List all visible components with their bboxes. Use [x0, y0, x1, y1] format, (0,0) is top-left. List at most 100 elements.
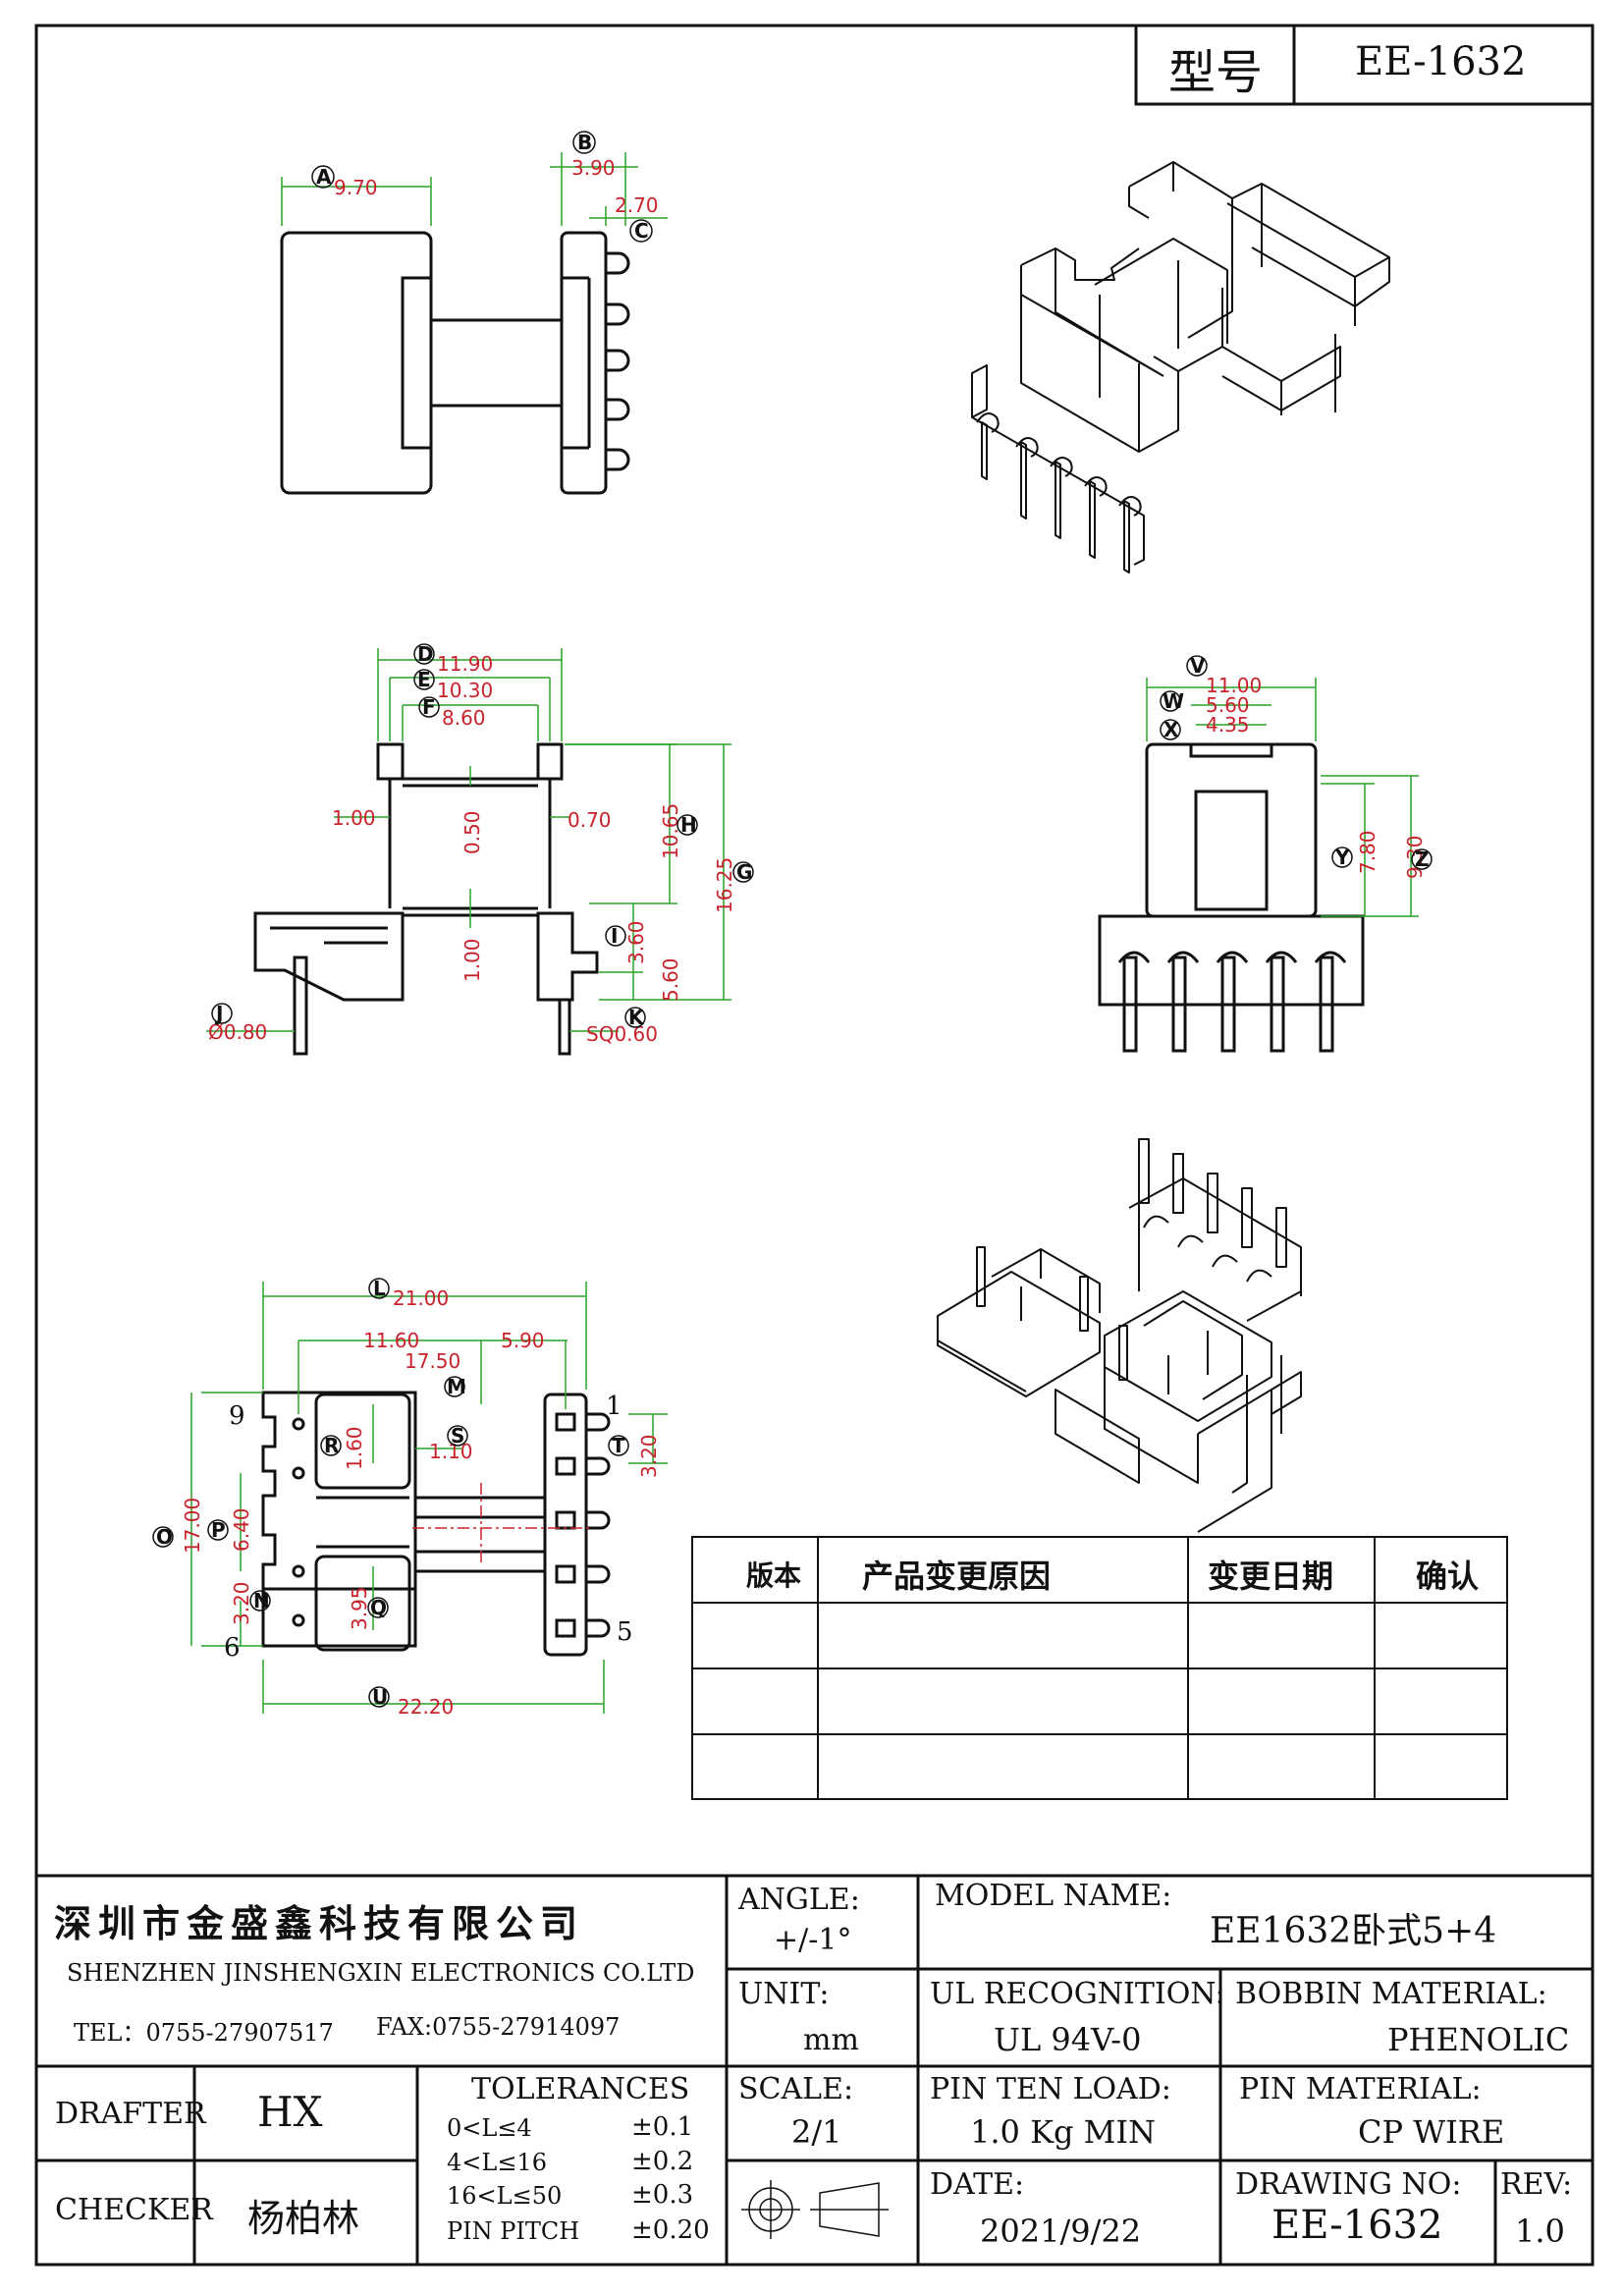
checker-label: CHECKER: [55, 2193, 213, 2227]
isometric-view-bottom: [937, 1138, 1302, 1533]
dim-letter-Y: Y: [1331, 846, 1353, 869]
dim-D-value: 11.90: [437, 652, 493, 676]
dim-letter-S: S: [447, 1424, 468, 1448]
dim-L2-value: 11.60: [363, 1329, 419, 1352]
dim-letter-E: E: [413, 668, 435, 691]
dim-letter-M: M: [444, 1375, 466, 1398]
dim-T-value: 3.20: [637, 1434, 661, 1478]
ul-value: UL 94V-0: [994, 2021, 1142, 2058]
center-lines: [412, 1483, 589, 1566]
tolerance-range-3: 16<L≤50: [447, 2182, 563, 2210]
pin-material-value: CP WIRE: [1358, 2113, 1505, 2151]
rev-header-reason: 产品变更原因: [862, 1558, 1052, 1595]
dim-letter-F: F: [418, 695, 440, 719]
view-end: [1098, 742, 1365, 1053]
dim-L-value: 21.00: [393, 1286, 449, 1310]
svg-text:S: S: [451, 1424, 464, 1448]
dim-B-value: 3.90: [571, 156, 616, 180]
dim-letter-O: O: [152, 1525, 174, 1549]
dim-letter-P: P: [207, 1518, 229, 1542]
drafter-value: HX: [257, 2088, 323, 2136]
company-fax: FAX:0755-27914097: [376, 2013, 621, 2041]
dim-X-value: 4.35: [1206, 713, 1250, 737]
dim-letter-Z: Z: [1411, 847, 1433, 871]
dim-gap2-value: 0.50: [460, 810, 484, 854]
tolerance-range-2: 4<L≤16: [447, 2149, 547, 2176]
tolerance-value-2: ±0.2: [631, 2147, 694, 2176]
dim-letter-K: K: [624, 1006, 646, 1029]
pin-label-5: 5: [617, 1617, 633, 1647]
bobbin-material-value: PHENOLIC: [1387, 2021, 1570, 2058]
type-label: 型号: [1168, 45, 1264, 100]
dim-letter-B: B: [572, 131, 596, 154]
svg-text:A: A: [316, 165, 332, 189]
dim-letter-N: N: [249, 1589, 271, 1613]
dims-view3: [1146, 678, 1419, 917]
company-tel: TEL：0755-27907517: [74, 2019, 334, 2047]
view-bottom: [261, 1391, 611, 1657]
dim-letter-R: R: [320, 1434, 342, 1457]
dim-N-value: 3.20: [230, 1581, 253, 1625]
svg-text:J: J: [214, 1002, 223, 1025]
dim-letter-G: G: [732, 860, 754, 884]
dim-P-value: 6.40: [230, 1507, 253, 1552]
dim-F-value: 8.60: [442, 706, 486, 730]
tolerance-value-4: ±0.20: [631, 2215, 710, 2245]
model-name-label: MODEL NAME:: [935, 1879, 1172, 1913]
dim-letter-H: H: [676, 813, 698, 837]
svg-text:E: E: [417, 668, 431, 691]
model-name-value: EE1632卧式5+4: [1210, 1911, 1497, 1951]
model-number: EE-1632: [1355, 39, 1527, 84]
title-box: [1134, 24, 1595, 106]
unit-value: mm: [803, 2023, 859, 2057]
dim-I2-value: 5.60: [659, 957, 682, 1002]
title-block-grid: [36, 1874, 1593, 2265]
view-side: [280, 231, 630, 495]
checker-value: 杨柏林: [247, 2197, 360, 2240]
dim-O-value: 17.00: [181, 1498, 204, 1554]
svg-text:L: L: [373, 1277, 386, 1300]
pin-label-6: 6: [224, 1633, 241, 1663]
svg-text:M: M: [447, 1375, 466, 1398]
dim-letter-A: A: [311, 165, 335, 189]
svg-text:O: O: [156, 1525, 173, 1549]
dim-U-value: 22.20: [398, 1695, 454, 1719]
dim-E-value: 10.30: [437, 679, 493, 702]
dim-letter-U: U: [368, 1685, 390, 1709]
rev-label: REV:: [1500, 2167, 1573, 2202]
dim-letter-V: V: [1186, 654, 1208, 678]
dim-letter-L: L: [368, 1277, 390, 1300]
dim-W-value: 5.60: [1206, 693, 1250, 717]
scale-value: 2/1: [791, 2113, 842, 2151]
svg-text:U: U: [372, 1685, 388, 1709]
dim-I-value: 3.60: [624, 920, 648, 964]
drawing-no-label: DRAWING NO:: [1235, 2167, 1462, 2202]
pin-label-9: 9: [229, 1401, 245, 1431]
tolerance-value-1: ±0.1: [631, 2112, 694, 2142]
dim-letter-W: W: [1160, 689, 1184, 713]
dim-letter-D: D: [413, 642, 435, 666]
dim-letter-J: J: [211, 1002, 233, 1025]
dim-letter-X: X: [1160, 718, 1181, 741]
rev-header-version: 版本: [746, 1559, 802, 1592]
dim-A-value: 9.70: [334, 176, 378, 199]
company-name-cn: 深圳市金盛鑫科技有限公司: [54, 1902, 585, 1945]
rev-value: 1.0: [1515, 2213, 1565, 2250]
pin-material-label: PIN MATERIAL:: [1239, 2072, 1482, 2106]
company-name-en: SHENZHEN JINSHENGXIN ELECTRONICS CO.LTD: [67, 1959, 695, 1987]
dims-view4: [190, 1282, 668, 1714]
dimension-values: 9.70 3.90 2.70 11.90 10.30 8.60 1.00 0.5…: [181, 156, 1427, 1719]
svg-text:T: T: [612, 1434, 625, 1457]
svg-text:Z: Z: [1415, 847, 1430, 871]
tolerance-range-4: PIN PITCH: [447, 2217, 580, 2245]
drafter-label: DRAFTER: [55, 2097, 206, 2131]
dim-V-value: 11.00: [1206, 674, 1262, 697]
pin-label-1: 1: [606, 1392, 622, 1421]
dim-gap3-value: 0.70: [568, 808, 612, 832]
scale-label: SCALE:: [738, 2072, 854, 2106]
isometric-view-top: [971, 161, 1390, 574]
svg-text:Q: Q: [370, 1596, 387, 1619]
svg-text:B: B: [577, 131, 592, 154]
svg-text:H: H: [680, 813, 697, 837]
projection-symbol-icon: [741, 2180, 889, 2239]
